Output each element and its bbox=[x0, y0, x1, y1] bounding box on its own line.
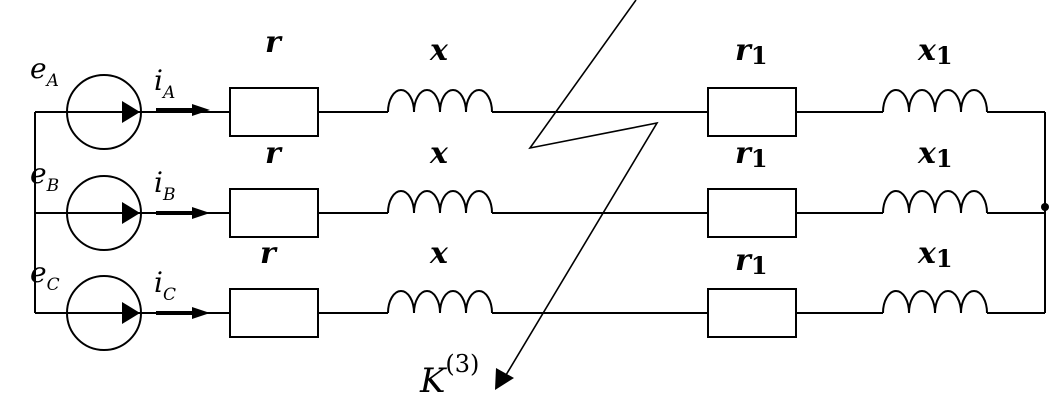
current-label-b: iB bbox=[154, 166, 175, 205]
inductor-x1-c-icon bbox=[882, 290, 988, 314]
fault-arrow-head-icon bbox=[495, 368, 514, 390]
resistor-r-b bbox=[229, 188, 319, 238]
reactance-label-c: x bbox=[429, 236, 449, 271]
current-label-c: iC bbox=[154, 266, 176, 305]
fault-lightning-icon bbox=[495, 0, 659, 390]
resistor-r1-a bbox=[707, 87, 797, 137]
fault-label: K(3) bbox=[419, 350, 479, 401]
resistor-r-a bbox=[229, 87, 319, 137]
resistor-r1-b bbox=[707, 188, 797, 238]
reactance1-label-c: x1 bbox=[917, 236, 953, 273]
emf-label-a: eA bbox=[30, 52, 59, 91]
current-label-a: iA bbox=[154, 64, 175, 103]
resistance-label-b: r bbox=[265, 136, 283, 171]
inductor-x1-b-icon bbox=[882, 190, 988, 214]
resistance1-label-c: r1 bbox=[735, 243, 768, 280]
reactance-label-a: x bbox=[429, 33, 449, 68]
reactance1-label-a: x1 bbox=[917, 33, 953, 70]
emf-label-c: eC bbox=[30, 256, 60, 295]
phase-b-line bbox=[35, 175, 1045, 251]
phase-a-line bbox=[35, 74, 1045, 150]
resistor-r1-c bbox=[707, 288, 797, 338]
inductor-x1-a-icon bbox=[882, 89, 988, 113]
source-direction-arrow-icon bbox=[122, 302, 140, 324]
resistance1-label-a: r1 bbox=[735, 33, 768, 70]
resistance1-label-b: r1 bbox=[735, 136, 768, 173]
resistance-label-a: r bbox=[265, 25, 283, 60]
source-direction-arrow-icon bbox=[122, 202, 140, 224]
neutral-node bbox=[1041, 203, 1049, 211]
inductor-x-c-icon bbox=[387, 290, 493, 314]
inductor-x-b-icon bbox=[387, 190, 493, 214]
resistance-label-c: r bbox=[260, 236, 278, 271]
reactance1-label-b: x1 bbox=[917, 136, 953, 173]
emf-label-b: eB bbox=[30, 157, 59, 196]
inductor-x-a-icon bbox=[387, 89, 493, 113]
phase-c-line bbox=[35, 275, 1045, 351]
source-direction-arrow-icon bbox=[122, 101, 140, 123]
reactance-label-b: x bbox=[429, 136, 449, 171]
resistor-r-c bbox=[229, 288, 319, 338]
